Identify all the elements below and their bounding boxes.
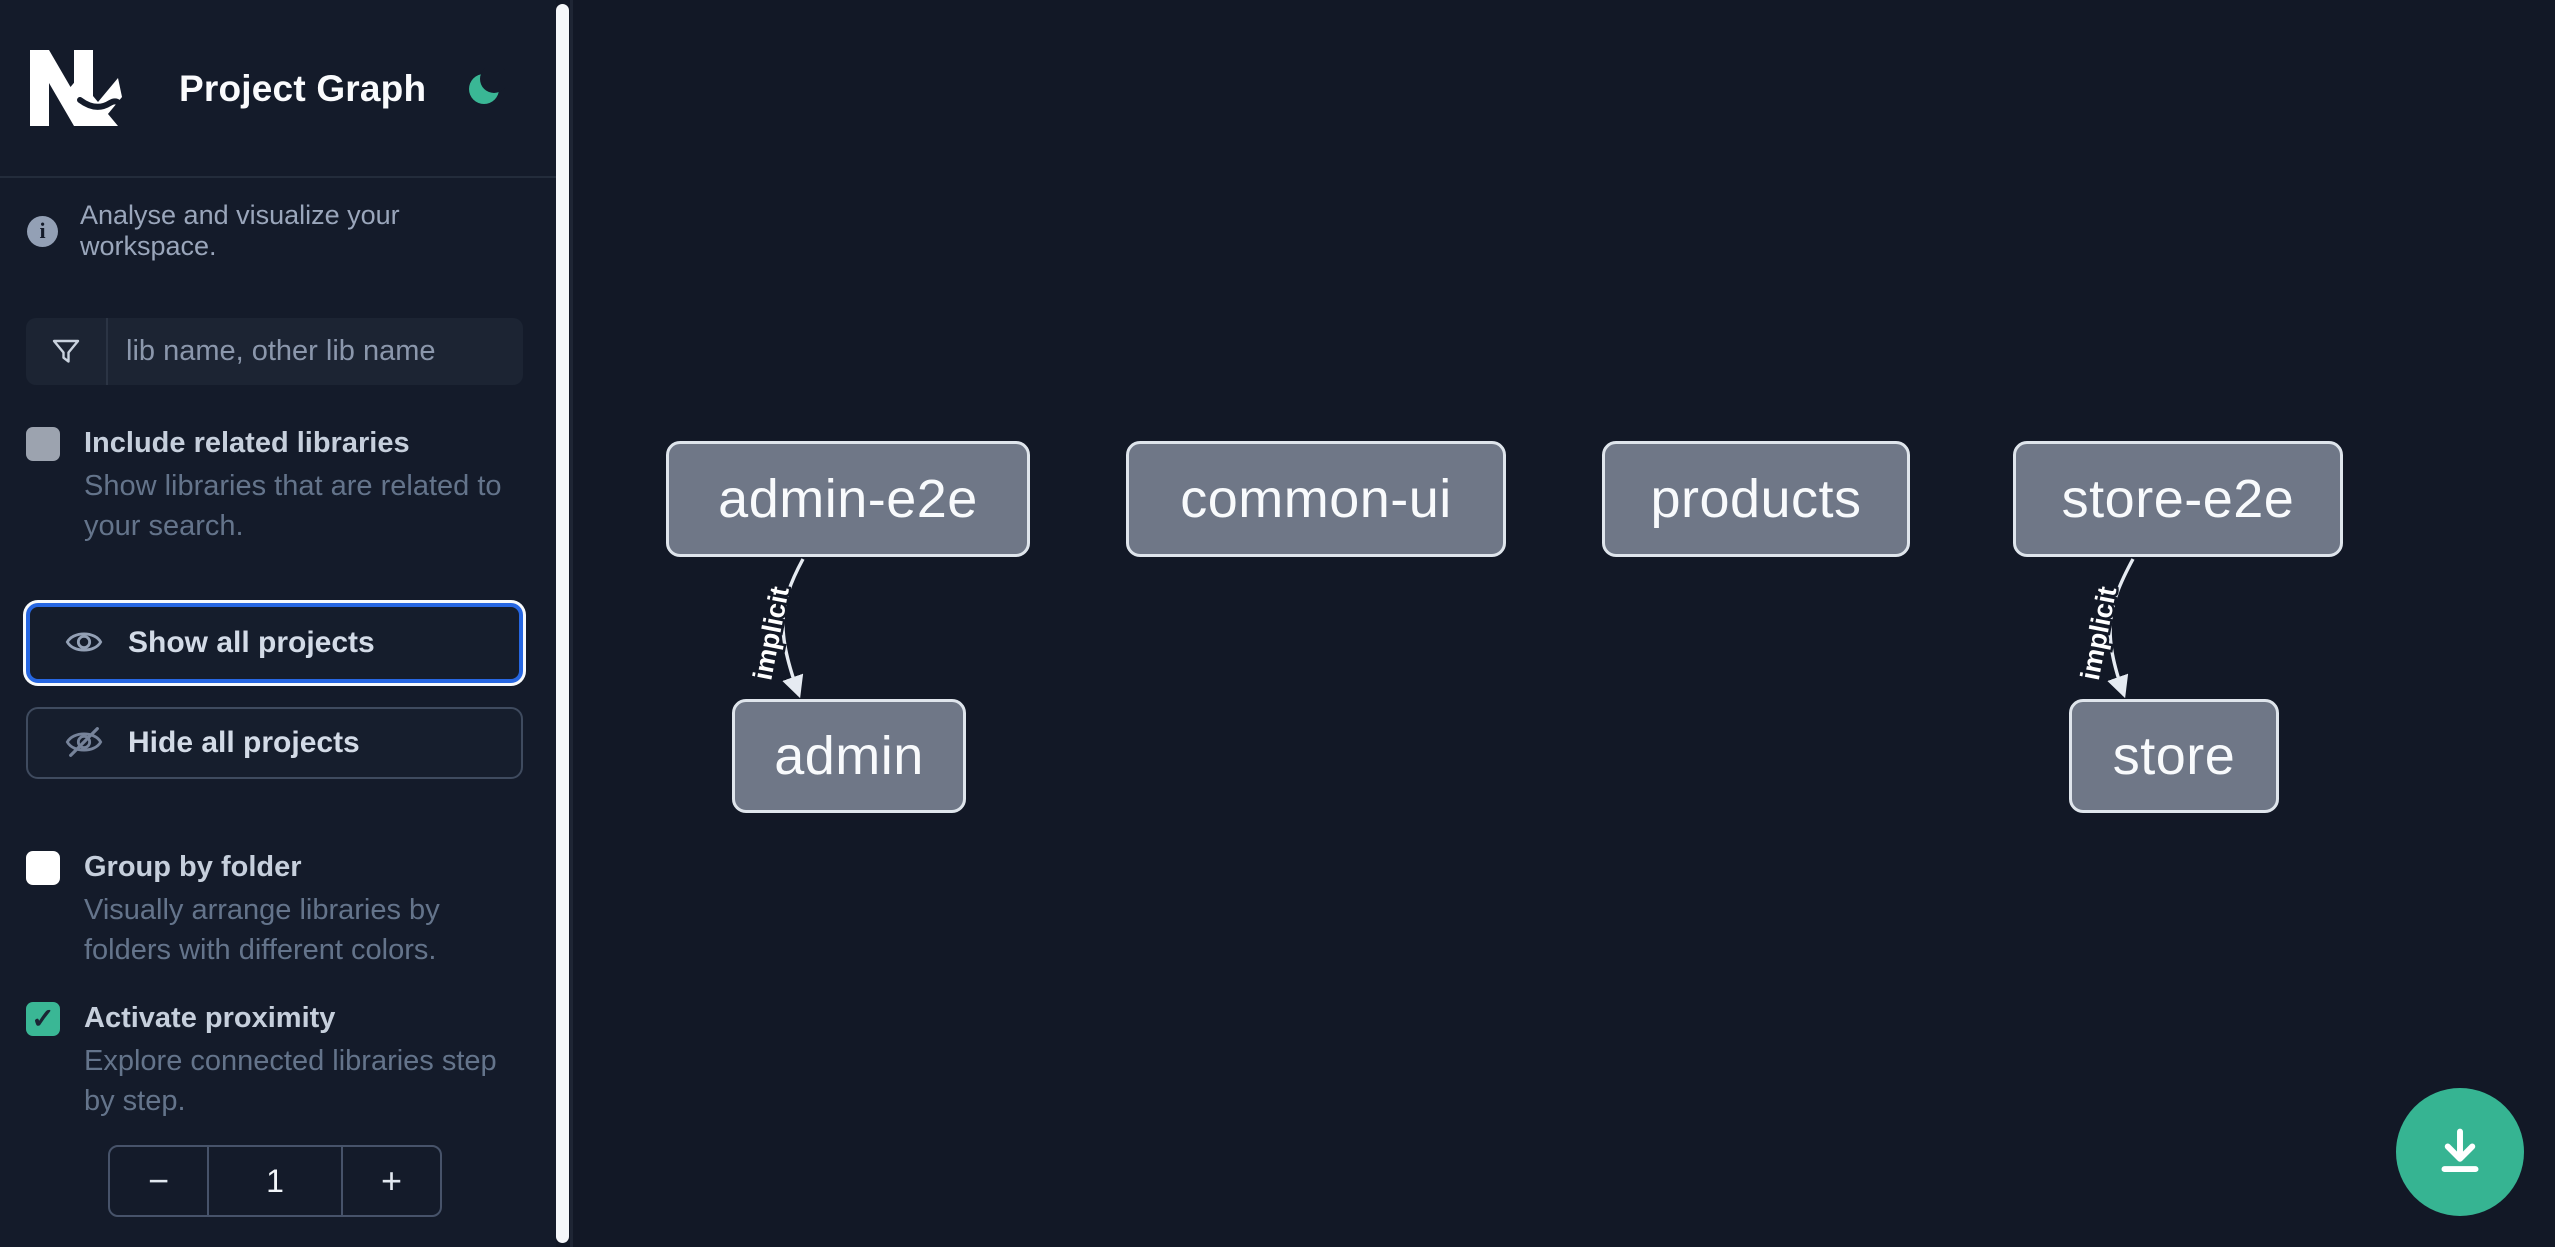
- project-node-admin-e2e[interactable]: admin-e2e: [666, 441, 1030, 557]
- proximity-depth-value[interactable]: 1: [207, 1147, 343, 1215]
- search-box: [26, 318, 523, 385]
- increment-button[interactable]: +: [380, 1160, 403, 1201]
- hide-all-projects-button[interactable]: Hide all projects: [26, 707, 523, 779]
- project-node-products[interactable]: products: [1602, 441, 1910, 557]
- download-icon: [2429, 1120, 2491, 1185]
- hide-all-projects-label: Hide all projects: [128, 726, 360, 759]
- workspace-info-row: i Analyse and visualize your workspace.: [27, 200, 527, 262]
- activate-proximity-label[interactable]: Activate proximity: [84, 1002, 336, 1034]
- dependency-edges-layer: implicit implicit: [745, 558, 2135, 699]
- project-node-store[interactable]: store: [2069, 699, 2279, 813]
- proximity-depth-stepper: − 1 +: [108, 1145, 442, 1217]
- show-all-projects-button[interactable]: Show all projects: [26, 603, 523, 683]
- tagline-text: Analyse and visualize your workspace.: [80, 200, 400, 261]
- sidebar: Project Graph i Analyse and visualize yo…: [0, 0, 556, 1247]
- project-node-store-e2e[interactable]: store-e2e: [2013, 441, 2343, 557]
- info-icon: i: [27, 215, 58, 247]
- eye-off-icon: [64, 722, 104, 765]
- edge-label: implicit: [747, 584, 794, 683]
- toggle-row-group-by-folder: Group by folder Visually arrange librari…: [26, 848, 526, 970]
- sidebar-scrollbar[interactable]: [556, 4, 569, 1243]
- edge-store-e2e-to-store: [2107, 558, 2135, 699]
- activate-proximity-checkbox[interactable]: [26, 1002, 60, 1036]
- group-by-folder-description: Visually arrange libraries by folders wi…: [84, 894, 440, 966]
- edge-label: implicit: [2075, 584, 2122, 683]
- activate-proximity-description: Explore connected libraries step by step…: [84, 1045, 497, 1117]
- group-by-folder-checkbox[interactable]: [26, 851, 60, 885]
- filter-projects-input[interactable]: [108, 318, 523, 385]
- download-graph-button[interactable]: [2396, 1088, 2524, 1216]
- include-related-checkbox[interactable]: [26, 427, 60, 461]
- include-related-label[interactable]: Include related libraries: [84, 427, 410, 459]
- nx-logo-icon: [26, 48, 125, 133]
- moon-icon[interactable]: [466, 65, 508, 108]
- decrement-button[interactable]: −: [147, 1160, 170, 1201]
- edge-admin-e2e-to-admin: [781, 558, 805, 699]
- toggle-row-activate-proximity: Activate proximity Explore connected lib…: [26, 999, 526, 1121]
- project-graph-canvas[interactable]: implicit implicit admin-e2e common-ui produ…: [570, 0, 2555, 1247]
- funnel-icon: [26, 318, 108, 385]
- page-title: Project Graph: [179, 68, 427, 109]
- project-node-common-ui[interactable]: common-ui: [1126, 441, 1506, 557]
- project-node-admin[interactable]: admin: [732, 699, 966, 813]
- show-all-projects-label: Show all projects: [128, 626, 375, 659]
- eye-icon: [64, 622, 104, 665]
- include-related-description: Show libraries that are related to your …: [84, 470, 502, 542]
- toggle-row-include-related: Include related libraries Show libraries…: [26, 424, 526, 546]
- group-by-folder-label[interactable]: Group by folder: [84, 851, 302, 883]
- sidebar-header: Project Graph: [0, 0, 556, 178]
